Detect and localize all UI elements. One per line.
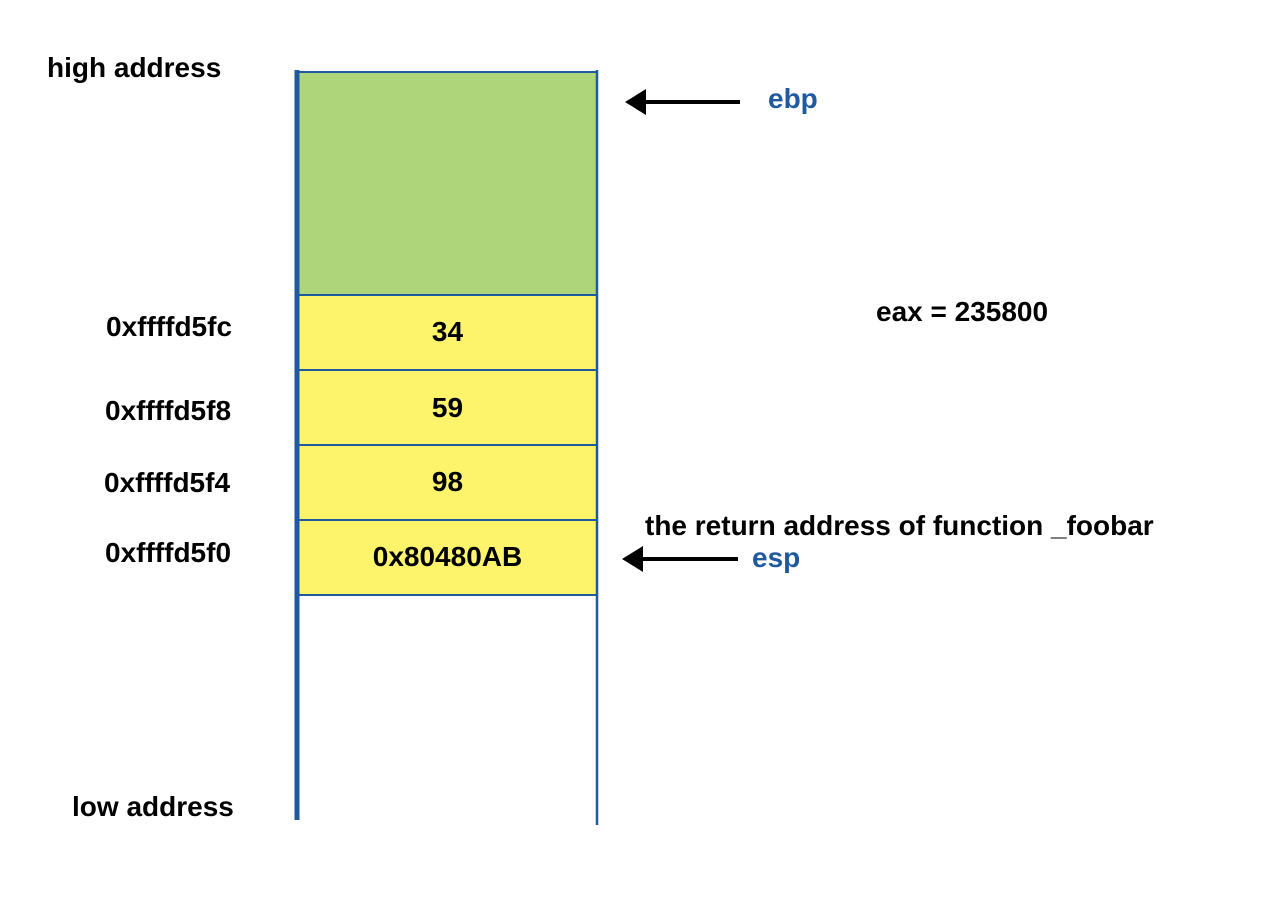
stack-cell-value-box: 0x80480AB [298, 520, 597, 595]
stack-cell-value: 0x80480AB [372, 541, 523, 572]
esp-arrow [622, 546, 738, 572]
stack-cell-0 [297, 294, 598, 371]
address-label: 0xffffd5f8 [105, 395, 232, 426]
high-address-label: high address [47, 52, 222, 83]
eax-register-value: eax = 235800 [876, 296, 1049, 327]
esp-register-label: esp [752, 542, 801, 573]
return-address-note: the return address of function _foobar [645, 510, 1154, 541]
stack-cell-value-box: 34 [298, 295, 597, 370]
address-label: 0xffffd5f4 [104, 467, 231, 498]
stack-cell-2 [297, 444, 598, 521]
stack-cell-1 [297, 369, 598, 446]
low-address-label: low address [72, 791, 234, 822]
ebp-register-label: ebp [768, 83, 818, 114]
address-label: 0xffffd5f0 [105, 537, 232, 568]
address-label: 0xffffd5fc [106, 311, 233, 342]
stack-cell-value: 59 [431, 392, 464, 423]
stack-cell-value-box: 59 [298, 370, 597, 445]
stack-cell-value: 98 [431, 466, 464, 497]
stack-cell-value: 34 [431, 316, 464, 347]
ebp-arrow [625, 89, 740, 115]
stack-cell-value-box: 98 [298, 445, 597, 520]
ebp-frame-region [297, 71, 598, 296]
